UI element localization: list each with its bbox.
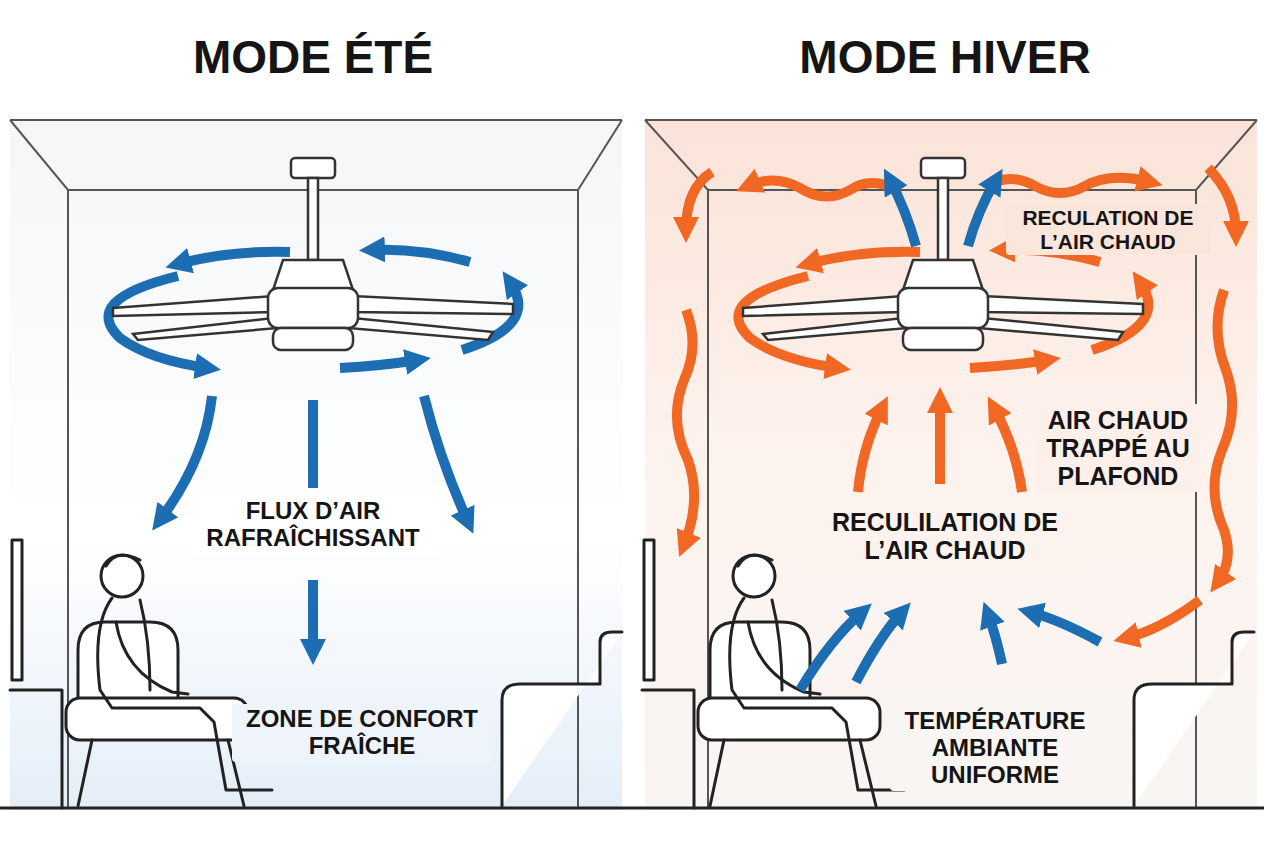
panel-heading: MODE ÉTÉ — [103, 30, 523, 86]
airflow-label: FLUX D’AIR RAFRAÎCHISSANT — [188, 496, 438, 554]
trapped-air-label: AIR CHAUD TRAPPÉ AU PLAFOND — [1036, 404, 1201, 492]
temperature-label: TEMPÉRATURE AMBIANTE UNIFORME — [890, 706, 1100, 791]
comfort-label: ZONE DE CONFORT FRAÎCHE — [232, 704, 492, 762]
recirculation-label: RECULATION DE L’AIR CHAUD — [1006, 204, 1211, 255]
recirculation-label: RECULILATION DE L’AIR CHAUD — [805, 506, 1085, 566]
panel-heading: MODE HIVER — [735, 30, 1155, 86]
